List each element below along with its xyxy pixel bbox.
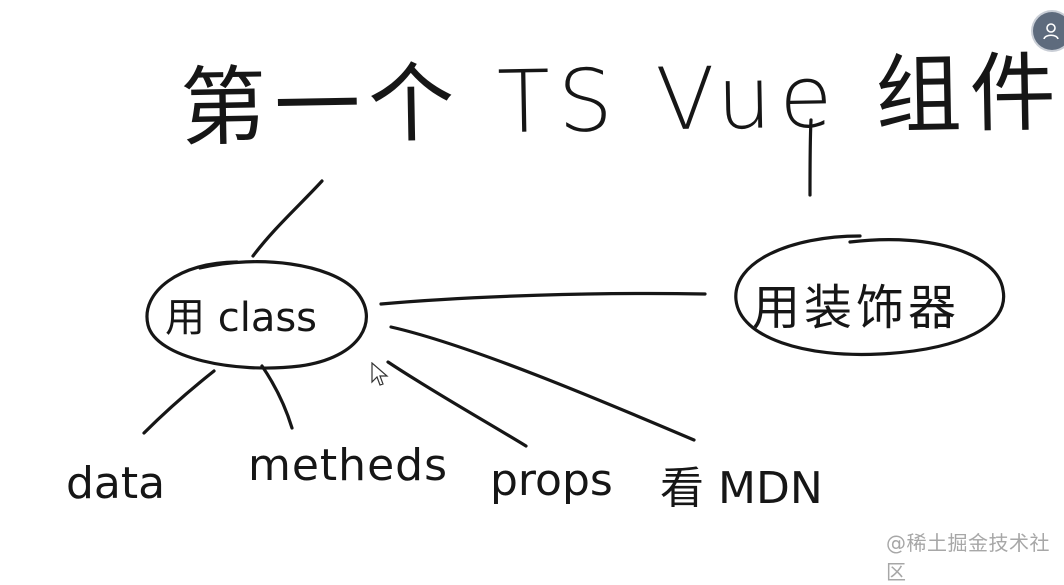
leaf-methods: metheds [248, 440, 448, 491]
whiteboard: 第一个 TS Vue 组件 用 class 用装饰器 data metheds … [66, 12, 1064, 584]
connector-title-to-class [251, 179, 324, 258]
connector-class-to-data [142, 369, 216, 435]
user-icon [1042, 21, 1062, 41]
connector-title-to-decorator [808, 118, 813, 197]
connector-class-to-decorator [379, 291, 707, 306]
diagram-connectors [142, 118, 1006, 448]
mouse-pointer-icon [371, 361, 389, 392]
diagram-title: 第一个 TS Vue 组件 [179, 43, 1064, 159]
watermark: @稀土掘金技术社区 [886, 531, 1050, 584]
connector-class-to-props [386, 360, 528, 448]
leaf-mdn: 看 MDN [660, 463, 823, 514]
connector-class-to-methods [260, 364, 294, 430]
avatar[interactable] [1033, 12, 1064, 50]
connector-class-to-mdn [389, 325, 696, 442]
class-node-outline [145, 260, 368, 370]
leaf-data: data [66, 458, 166, 509]
decorator-node-outline [734, 234, 1006, 357]
leaf-props: props [490, 455, 613, 506]
node-use-decorator: 用装饰器 [752, 280, 961, 336]
node-use-class: 用 class [165, 295, 318, 341]
